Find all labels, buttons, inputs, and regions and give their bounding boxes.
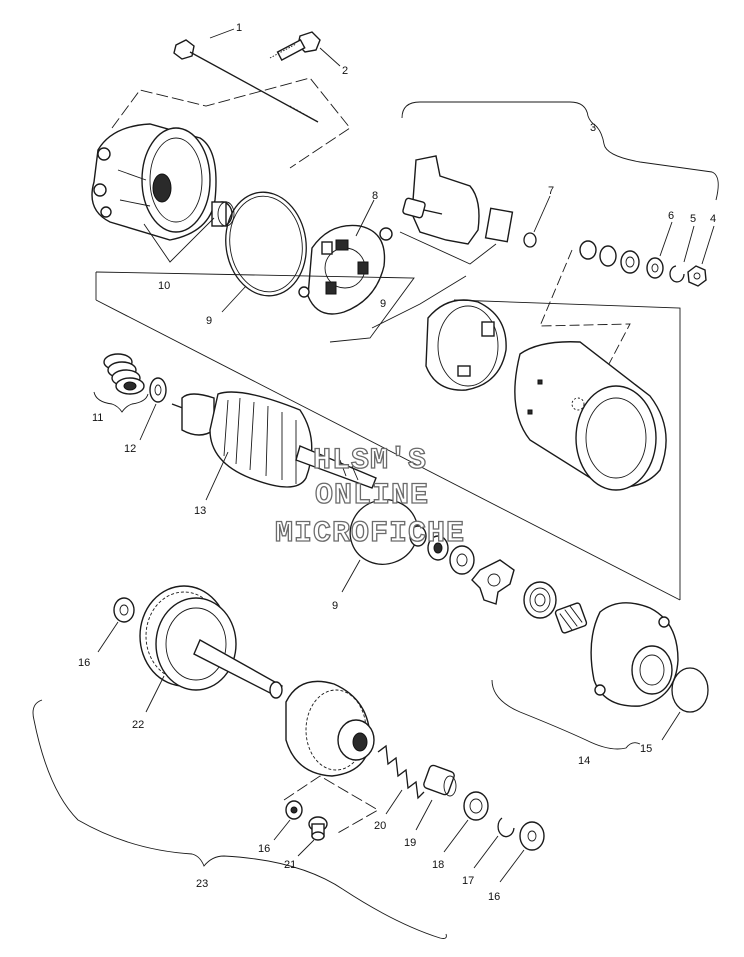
callout-20: 20 (374, 820, 386, 832)
leader-5 (683, 225, 695, 263)
watermark-line-2: ONLINE (315, 479, 429, 513)
leader-housing-frame (111, 77, 351, 169)
part-stopper-18[interactable] (463, 791, 489, 821)
bracket-14 (491, 679, 641, 750)
callout-4: 4 (710, 213, 716, 225)
leader-4 (701, 225, 715, 265)
part-brush-springs[interactable] (103, 353, 145, 395)
callout-6: 6 (668, 210, 674, 222)
leader-21 (297, 839, 315, 857)
leader-10 (143, 217, 215, 263)
part-motor-yoke[interactable] (514, 341, 667, 491)
part-pinion-shaft[interactable] (139, 585, 283, 699)
leader-17 (473, 835, 499, 869)
callout-9c: 9 (332, 600, 338, 612)
callout-9a: 9 (206, 315, 212, 327)
leader-pin-frame (283, 775, 379, 835)
callout-15: 15 (640, 743, 652, 755)
callout-3: 3 (590, 122, 596, 134)
leader-terminal (371, 275, 467, 329)
part-o-ring-lower[interactable] (341, 490, 427, 573)
part-o-ring-upper[interactable] (219, 187, 313, 301)
leader-12 (139, 403, 157, 441)
leader-18 (443, 819, 469, 853)
part-brush-terminal[interactable] (399, 155, 514, 265)
part-armature[interactable] (171, 391, 377, 489)
callout-14: 14 (578, 755, 590, 767)
callout-12: 12 (124, 443, 136, 455)
part-rear-o-ring[interactable] (671, 667, 709, 713)
callout-18: 18 (432, 859, 444, 871)
callout-16b: 16 (258, 843, 270, 855)
leader-16a (97, 621, 119, 653)
part-washer-6[interactable] (646, 257, 664, 279)
part-pin-21[interactable] (308, 816, 328, 841)
leader-15 (661, 711, 681, 741)
frame-line-upper (95, 271, 415, 343)
leader-19 (415, 799, 433, 831)
leader-7 (533, 195, 551, 233)
part-retainer-plate[interactable] (471, 559, 515, 605)
leader-2 (319, 47, 341, 67)
callout-19: 19 (404, 837, 416, 849)
part-overrunning-clutch[interactable] (285, 680, 375, 777)
part-washer-16b[interactable] (285, 800, 303, 820)
leader-20 (385, 789, 403, 815)
part-needle-bearing[interactable] (554, 602, 588, 634)
part-rear-cover[interactable] (590, 602, 679, 707)
part-spring-20[interactable] (377, 744, 425, 800)
leader-16c (499, 849, 525, 883)
frame-line-right (453, 299, 681, 600)
callout-22: 22 (132, 719, 144, 731)
callout-16a: 16 (78, 657, 90, 669)
leader-1 (209, 28, 235, 39)
bracket-23 (32, 699, 447, 939)
watermark-line-3: MICROFICHE (275, 517, 465, 551)
part-bushing[interactable] (211, 201, 235, 227)
part-bolt-short[interactable] (269, 31, 321, 61)
callout-7: 7 (548, 185, 554, 197)
callout-21: 21 (284, 859, 296, 871)
callout-8: 8 (372, 190, 378, 202)
callout-1: 1 (236, 22, 242, 34)
part-circlip-17[interactable] (497, 817, 515, 838)
leader-16b (273, 819, 291, 841)
leader-6 (659, 221, 673, 257)
callout-17: 17 (462, 875, 474, 887)
leader-22 (145, 675, 165, 713)
part-sleeve-19[interactable] (423, 764, 457, 797)
leader-9c (341, 559, 361, 593)
part-thrust-washer[interactable] (149, 377, 167, 403)
watermark: HLSM'S ONLINE MICROFICHE (274, 443, 465, 551)
part-small-o-ring[interactable] (523, 232, 537, 248)
bracket-assembly-3 (401, 101, 719, 201)
callout-5: 5 (690, 213, 696, 225)
part-bearing[interactable] (523, 581, 557, 619)
part-front-housing[interactable] (91, 123, 217, 241)
callout-23: 23 (196, 878, 208, 890)
callout-10: 10 (158, 280, 170, 292)
callout-16c: 16 (488, 891, 500, 903)
part-shim-washers[interactable] (409, 525, 475, 575)
bracket-11 (93, 391, 149, 413)
part-lock-washer-5[interactable] (669, 265, 685, 283)
leader-9a (221, 285, 247, 313)
part-washer-16a[interactable] (113, 597, 135, 623)
watermark-line-1: HLSM'S (313, 444, 427, 478)
leader-8 (355, 199, 375, 237)
callout-13: 13 (194, 505, 206, 517)
leader-13 (205, 451, 229, 501)
callout-9b: 9 (380, 298, 386, 310)
leader-washer-frame (539, 249, 631, 401)
callout-11: 11 (92, 412, 103, 424)
part-washer-16c[interactable] (519, 821, 545, 851)
part-through-bolt[interactable] (173, 39, 319, 123)
part-brush-plate[interactable] (298, 224, 393, 315)
frame-line-diag (95, 299, 681, 601)
part-washer-stack[interactable] (579, 240, 640, 274)
part-brush-holder-ring[interactable] (425, 299, 507, 391)
callout-2: 2 (342, 65, 348, 77)
part-nut-4[interactable] (687, 265, 707, 287)
